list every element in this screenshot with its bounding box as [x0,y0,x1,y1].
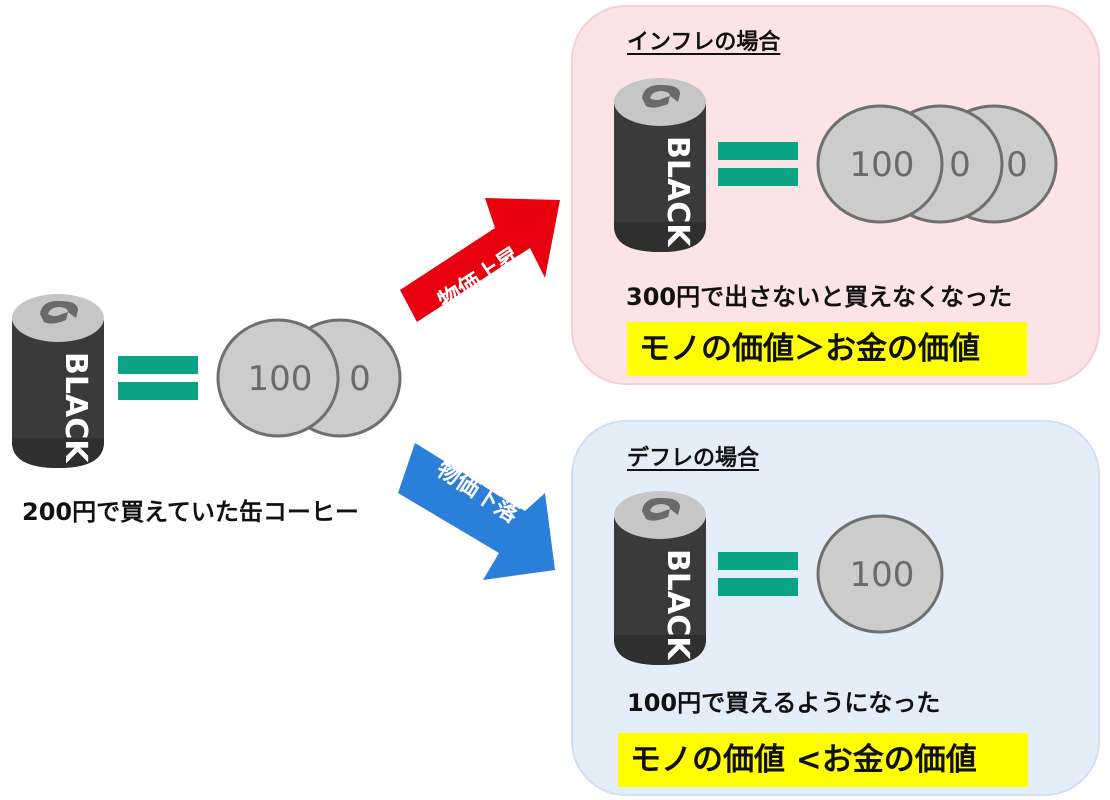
coin-100-front [816,104,944,224]
coin-label: 0 [349,359,371,399]
deflation-heading: デフレの場合 [627,446,760,471]
can-label: BLACK [660,549,695,661]
equals-bar-bottom [718,168,798,186]
coffee-can-icon: BLACK [614,491,706,665]
inflation-caption: 300円で出さないと買えなくなった [626,283,1013,311]
can-label: BLACK [58,352,93,464]
coins-300-yen: 0 0 100 [816,104,1058,224]
coins-100-yen: 100 [816,514,944,634]
coffee-can-icon: BLACK [614,78,706,252]
equals-bar-top [118,356,198,374]
coin-label: 100 [850,145,915,185]
equals-bar-bottom [118,382,198,400]
original-caption: 200円で買えていた缶コーヒー [22,498,359,526]
deflation-conclusion: モノの価値 <お金の価値 [618,733,1028,787]
deflation-caption: 100円で買えるようになった [627,689,941,717]
equals-sign [718,552,798,596]
equals-bar-top [718,552,798,570]
equals-sign [118,356,198,400]
coin-label: 0 [949,145,971,185]
coffee-can-icon: BLACK [12,294,104,468]
coins-200-yen: 0 100 [216,318,402,438]
inflation-conclusion: モノの価値＞お金の価値 [627,322,1027,376]
coin-label: 100 [248,359,313,399]
inflation-heading: インフレの場合 [627,30,781,55]
coin-label: 0 [1006,145,1028,185]
coin-100 [816,514,944,634]
equals-bar-bottom [718,578,798,596]
can-label: BLACK [660,136,695,248]
coin-label: 100 [850,555,915,595]
equals-bar-top [718,142,798,160]
equals-sign [718,142,798,186]
price-down-arrow-icon: 物価下落 [398,443,555,580]
coin-100-front [216,318,340,438]
price-up-arrow-icon: 物価上昇 [400,198,560,322]
